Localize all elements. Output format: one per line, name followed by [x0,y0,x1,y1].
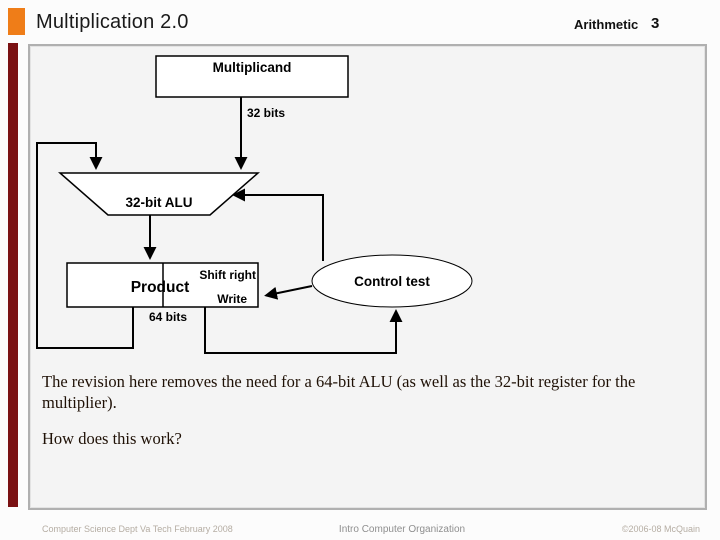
body-paragraph-1: The revision here removes the need for a… [42,372,636,413]
slide-title: Multiplication 2.0 [36,11,189,33]
page-number: 3 [651,15,660,32]
body-paragraph-2: How does this work? [42,429,182,448]
maroon-accent-bar [8,43,18,507]
section-label: Arithmetic [574,17,639,32]
footer-course-title: Intro Computer Organization [338,524,466,535]
footer-copyright: ©2006-08 McQuain [621,524,700,534]
footer-dept-date: Computer Science Dept Va Tech February 2… [42,524,233,534]
orange-accent-square [8,8,25,35]
